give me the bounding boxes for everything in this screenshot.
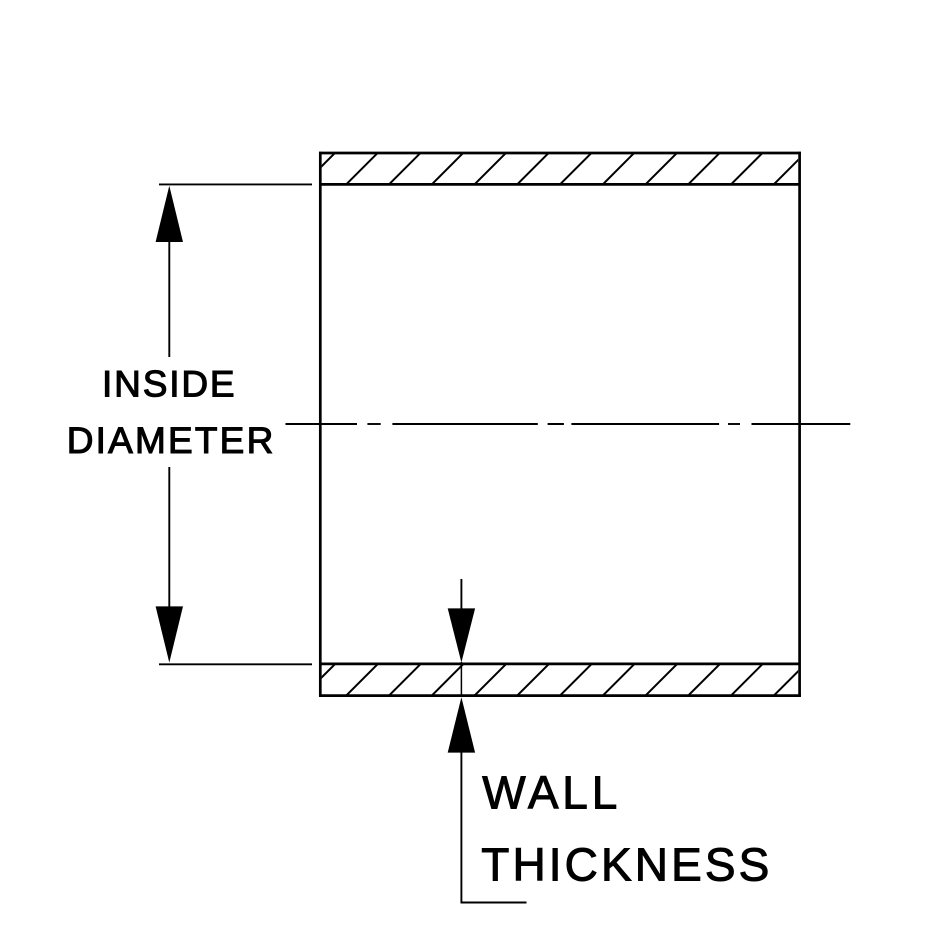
svg-text:WALL: WALL [482, 767, 617, 819]
svg-text:THICKNESS: THICKNESS [481, 839, 769, 891]
svg-text:INSIDE: INSIDE [102, 364, 235, 405]
svg-text:DIAMETER: DIAMETER [67, 420, 274, 461]
